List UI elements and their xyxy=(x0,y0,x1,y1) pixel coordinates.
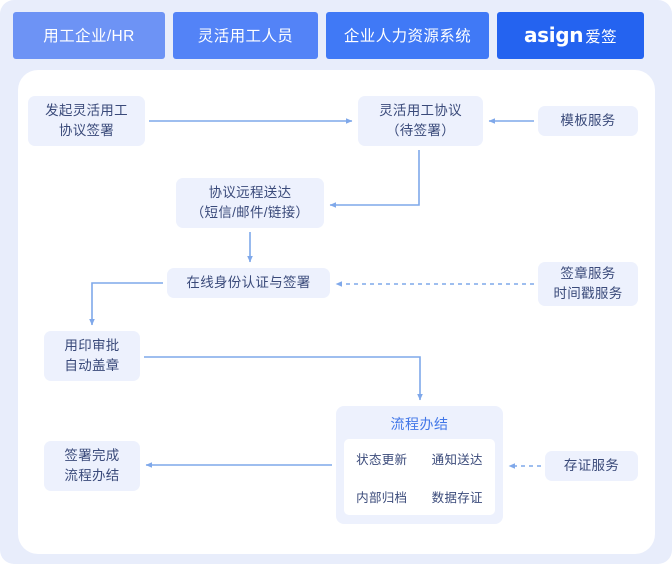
node-initiate-signing[interactable]: 发起灵活用工 协议签署 xyxy=(28,96,145,146)
node-remote-delivery-line-1: 协议远程送达 xyxy=(208,185,292,200)
tab-hr-system[interactable]: 企业人力资源系统 xyxy=(326,11,489,59)
node-initiate-signing-line-2: 协议签署 xyxy=(58,123,115,138)
node-template-service[interactable]: 模板服务 xyxy=(538,106,638,136)
node-identity-verification[interactable]: 在线身份认证与签署 xyxy=(167,268,330,298)
tab-flexible-worker[interactable]: 灵活用工人员 xyxy=(173,11,318,59)
panel-process-closing[interactable]: 流程办结 状态更新 通知送达 内部归档 数据存证 xyxy=(336,406,503,524)
node-initiate-signing-line-1: 发起灵活用工 xyxy=(45,103,128,118)
panel-process-closing-grid: 状态更新 通知送达 内部归档 数据存证 xyxy=(344,439,495,515)
node-seal-service-line-2: 时间戳服务 xyxy=(553,286,623,301)
node-agreement-pending[interactable]: 灵活用工协议 （待签署） xyxy=(358,96,483,146)
asign-logo: asign 爱签 xyxy=(524,23,617,47)
node-seal-approval[interactable]: 用印审批 自动盖章 xyxy=(44,331,140,381)
tab-employer-hr[interactable]: 用工企业/HR xyxy=(13,11,165,59)
closing-item-notification: 通知送达 xyxy=(431,452,483,467)
node-remote-delivery[interactable]: 协议远程送达 （短信/邮件/链接） xyxy=(176,178,324,228)
node-seal-timestamp-service[interactable]: 签章服务 时间戳服务 xyxy=(538,262,638,306)
header-tab-bar: 用工企业/HR 灵活用工人员 企业人力资源系统 asign 爱签 xyxy=(0,0,672,70)
node-identity-verification-label: 在线身份认证与签署 xyxy=(186,275,311,290)
node-template-service-label: 模板服务 xyxy=(560,113,616,128)
node-agreement-pending-line-1: 灵活用工协议 xyxy=(379,103,462,118)
node-remote-delivery-line-2: （短信/邮件/链接） xyxy=(190,205,310,220)
tab-hr-system-label: 企业人力资源系统 xyxy=(343,28,472,45)
node-seal-approval-line-1: 用印审批 xyxy=(64,338,120,353)
closing-item-status-update: 状态更新 xyxy=(356,452,408,467)
node-seal-service-line-1: 签章服务 xyxy=(560,266,616,281)
node-signing-complete-line-2: 流程办结 xyxy=(64,468,120,483)
node-agreement-pending-line-2: （待签署） xyxy=(386,123,455,138)
node-signing-complete[interactable]: 签署完成 流程办结 xyxy=(44,441,140,491)
tab-asign-logo[interactable]: asign 爱签 xyxy=(497,11,644,59)
tab-employer-hr-label: 用工企业/HR xyxy=(43,28,135,45)
tab-flexible-worker-label: 灵活用工人员 xyxy=(197,28,294,45)
closing-item-data-evidence: 数据存证 xyxy=(431,490,483,505)
asign-logo-latin: asign xyxy=(523,23,584,47)
node-evidence-service-label: 存证服务 xyxy=(563,458,620,473)
asign-logo-cn: 爱签 xyxy=(585,29,618,46)
closing-item-internal-archive: 内部归档 xyxy=(356,490,408,505)
node-evidence-service[interactable]: 存证服务 xyxy=(545,451,638,481)
node-signing-complete-line-1: 签署完成 xyxy=(64,448,120,463)
node-seal-approval-line-2: 自动盖章 xyxy=(64,358,120,373)
panel-process-closing-title: 流程办结 xyxy=(390,416,449,432)
